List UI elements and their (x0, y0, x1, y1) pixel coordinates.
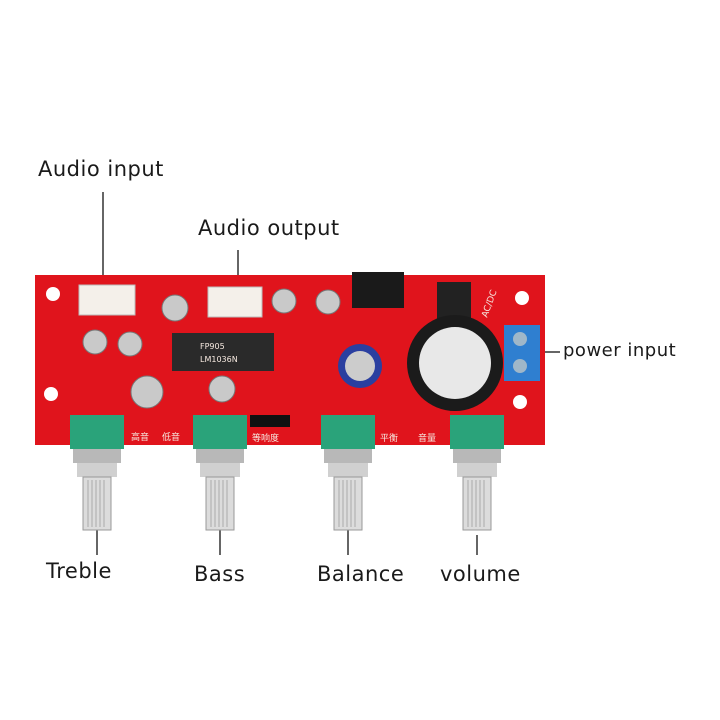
silk-balance: 平衡 (380, 432, 398, 444)
silk-treble: 高音 (131, 431, 149, 443)
audio-output-label: Audio output (198, 216, 340, 240)
silk-volume: 音量 (418, 432, 436, 444)
bass-label: Bass (194, 562, 246, 586)
power-input-label: power input (563, 340, 677, 361)
audio-output-connector (207, 286, 263, 318)
voltage-regulator (352, 272, 404, 308)
silk-bass: 低音 (162, 431, 180, 443)
potentiometer-balance[interactable] (321, 415, 375, 531)
chip-maker-text: FP905 (200, 342, 225, 351)
capacitors (82, 288, 341, 409)
jumper (250, 415, 290, 427)
balance-label: Balance (317, 562, 405, 586)
potentiometer-treble[interactable] (70, 415, 124, 531)
volume-label: volume (440, 562, 521, 586)
audio-input-label: Audio input (38, 157, 164, 181)
ic-chip (172, 333, 274, 371)
silk-loudness: 等响度 (252, 432, 279, 444)
audio-input-connector (78, 284, 136, 316)
treble-label: Treble (46, 559, 112, 583)
potentiometer-bass[interactable] (193, 415, 247, 531)
potentiometer-volume[interactable] (450, 415, 504, 531)
mounting-holes (44, 287, 529, 409)
chip-label-text: LM1036N (200, 355, 238, 364)
